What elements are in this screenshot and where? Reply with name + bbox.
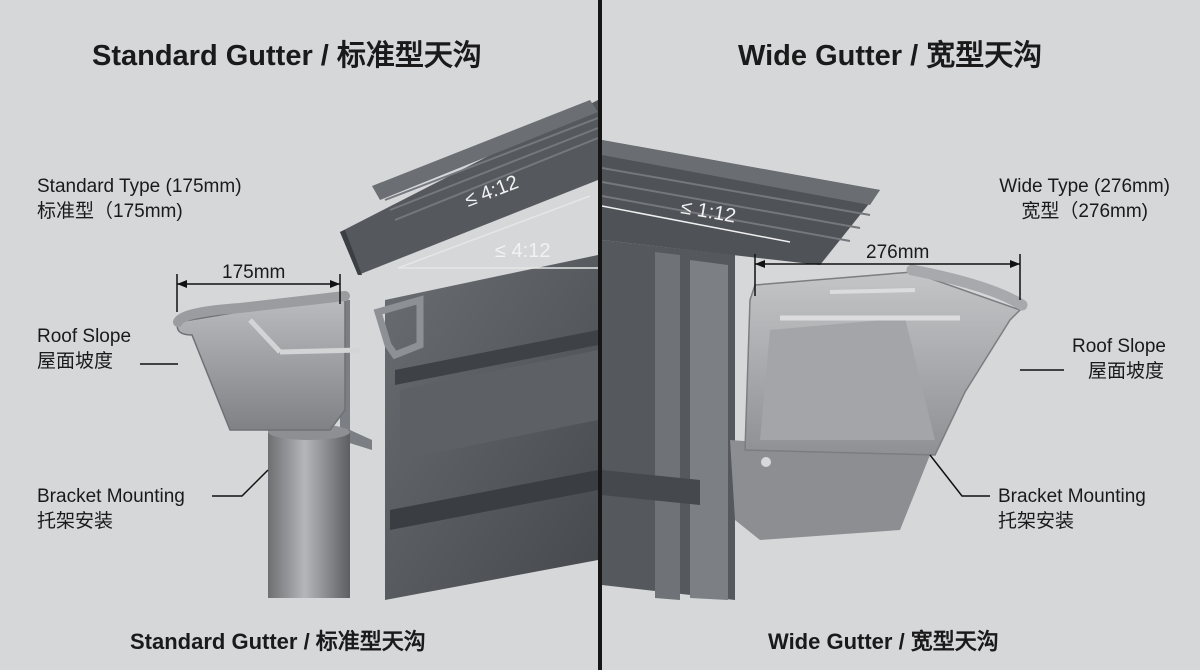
left-beam-web	[400, 350, 598, 460]
right-bracket-leader	[929, 454, 990, 497]
right-dimension-label: 276mm	[866, 242, 930, 263]
right-roof-rib-3	[601, 195, 851, 242]
left-gutter-strap	[248, 318, 282, 354]
center-divider	[598, 0, 602, 670]
right-gutter-lip	[906, 264, 1028, 311]
right-dimension	[754, 254, 1021, 300]
right-dim-arrow-right	[1010, 260, 1020, 268]
right-type-label-cn: 宽型（276mm)	[1021, 201, 1148, 222]
left-roof-rib-3	[394, 137, 599, 221]
right-footer-title: Wide Gutter / 宽型天沟	[768, 629, 999, 654]
left-dim-arrow-right	[330, 280, 340, 288]
left-gutter-lip	[173, 291, 350, 327]
left-beam-flange	[395, 330, 598, 385]
right-column-web	[690, 260, 728, 600]
right-roof-top	[602, 140, 880, 205]
left-roof-rib-2	[389, 127, 599, 211]
left-dimension-label: 175mm	[222, 262, 286, 283]
left-gutter-body	[176, 299, 346, 431]
left-dimension	[176, 274, 341, 312]
right-column-flange	[655, 252, 680, 600]
right-bracket-en: Bracket Mounting	[998, 486, 1146, 507]
left-bracket-en: Bracket Mounting	[37, 486, 185, 507]
right-bracket-plate	[730, 440, 930, 540]
right-column-plate	[602, 470, 700, 505]
left-gutter-rod	[279, 347, 361, 355]
left-roof-slope-en: Roof Slope	[37, 326, 132, 347]
right-roof-rib-1	[601, 167, 871, 216]
right-dim-arrow-left	[755, 260, 765, 268]
left-roof-rib-1	[384, 117, 599, 201]
left-roof-top	[372, 100, 598, 200]
left-type-label-en: Standard Type (175mm)	[37, 176, 242, 197]
left-bracket-2	[373, 295, 424, 360]
left-header-title: Standard Gutter / 标准型天沟	[92, 40, 482, 72]
right-roof-slope-en: Roof Slope	[1071, 336, 1166, 357]
right-bracket-bolt	[761, 457, 771, 467]
left-roof-slope-cn: 屋面坡度	[37, 351, 114, 372]
left-type-label-cn: 标准型（175mm)	[37, 201, 183, 222]
right-gutter-floor	[760, 318, 935, 440]
left-footer-title: Standard Gutter / 标准型天沟	[130, 629, 426, 654]
left-roof-edge	[340, 230, 362, 275]
right-bracket-cn: 托架安装	[998, 511, 1075, 532]
left-bracket-cn: 托架安装	[37, 511, 114, 532]
right-gutter-rod-2	[829, 288, 916, 294]
left-bracket	[340, 300, 372, 450]
right-type-label-en: Wide Type (276mm)	[999, 176, 1170, 197]
left-support-post	[268, 430, 350, 598]
left-slope-angle-line	[397, 195, 591, 269]
left-beam-bottom	[390, 470, 598, 530]
left-slope-ref-label: ≤ 4:12	[495, 240, 550, 262]
left-structure	[173, 100, 599, 600]
left-bracket-leader	[212, 469, 269, 497]
right-header-title: Wide Gutter / 宽型天沟	[738, 40, 1043, 72]
right-structure	[601, 140, 1028, 600]
left-dim-arrow-left	[177, 280, 187, 288]
right-roof-slope-cn: 屋面坡度	[1087, 361, 1164, 382]
right-slope-line	[601, 205, 791, 243]
right-roof-rib-2	[601, 181, 861, 229]
